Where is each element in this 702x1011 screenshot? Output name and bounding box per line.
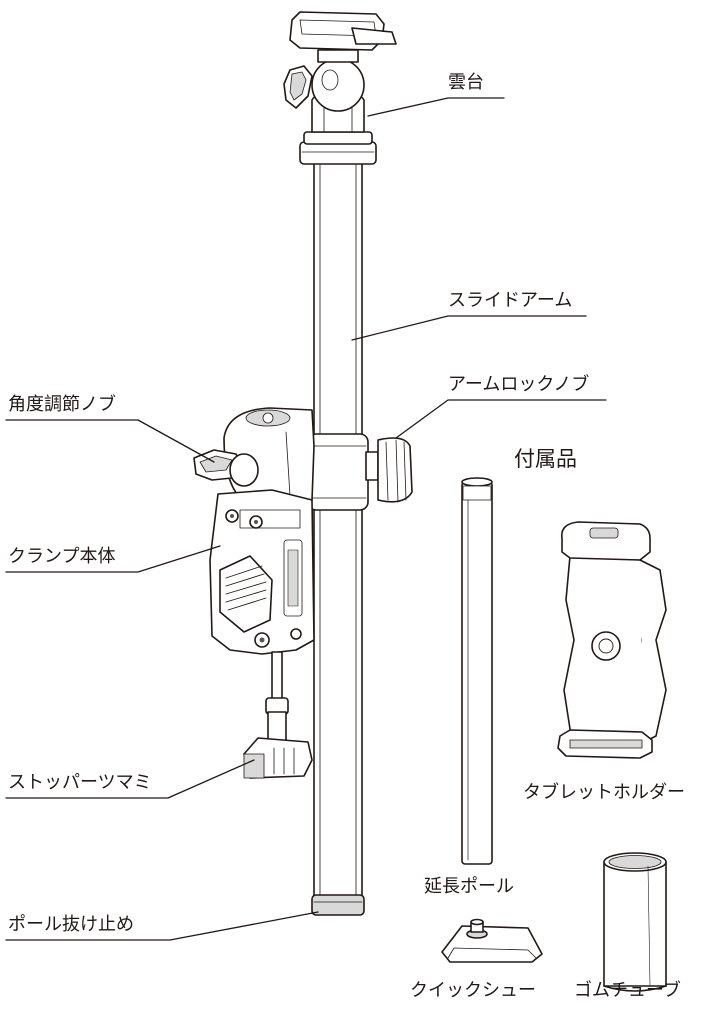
label-extension-pole: 延長ポール (424, 876, 514, 897)
quick-shoe (441, 918, 543, 963)
leader-pole-stopper (5, 911, 319, 941)
label-angle-knob: 角度調節ノブ (8, 394, 116, 415)
clamp-body (209, 489, 315, 655)
tablet-holder (557, 521, 667, 759)
leader-arm-lock (395, 399, 607, 439)
label-rubber-tube: ゴムチューブ (574, 980, 681, 1001)
label-stopper-knob: ストッパーツマミ (8, 772, 152, 793)
stopper-knob (243, 737, 313, 779)
label-pole-stopper: ポール抜け止め (8, 914, 134, 935)
accessories-heading: 付属品 (514, 447, 577, 471)
label-tablet-holder: タブレットホルダー (523, 782, 685, 803)
pole-clamp-ring (307, 433, 369, 511)
leader-head (367, 97, 505, 117)
label-clamp-body: クランプ本体 (8, 546, 116, 567)
pole-assembly (193, 11, 413, 916)
rubber-tube (603, 852, 667, 992)
label-slide-arm: スライドアーム (448, 290, 573, 311)
leader-stopper (5, 759, 255, 799)
clamp-joint (223, 407, 315, 501)
pole-stopper-part (311, 894, 365, 916)
arm-lock-knob (365, 437, 413, 503)
slide-arm-pole (313, 159, 363, 903)
stopper-shaft (265, 651, 289, 743)
label-quick-shoe: クイックシュー (410, 980, 536, 1001)
leader-lines (5, 97, 607, 941)
angle-adjust-knob (193, 449, 259, 487)
label-arm-lock-knob: アームロックノブ (448, 374, 590, 395)
leader-clamp-body (5, 545, 221, 573)
extension-pole (461, 477, 493, 865)
label-head: 雲台 (448, 72, 484, 93)
leader-angle-knob (5, 419, 215, 463)
leader-slide-arm (351, 315, 587, 341)
pan-head (283, 11, 397, 165)
